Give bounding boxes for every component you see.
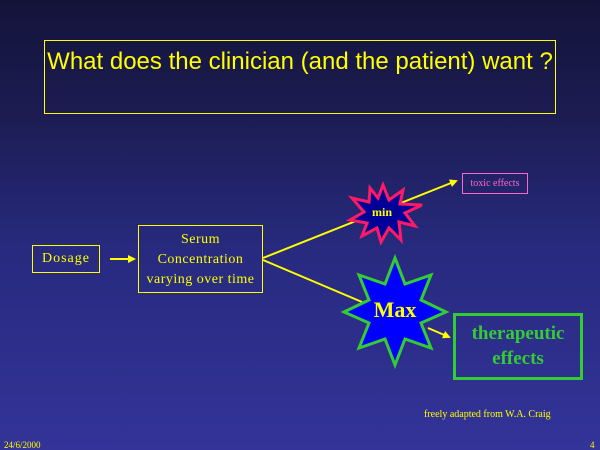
slide-title-text: What does the clinician (and the patient… <box>47 48 553 75</box>
therapeutic-line-1: therapeutic <box>471 323 565 344</box>
arrow-max-to-therapeutic <box>427 327 451 339</box>
dosage-label: Dosage <box>42 251 90 266</box>
credit-text: freely adapted from W.A. Craig <box>424 409 551 420</box>
toxic-effects-label: toxic effects <box>470 178 520 189</box>
slide-title: What does the clinician (and the patient… <box>44 40 556 114</box>
max-label: Max <box>373 297 417 322</box>
serum-line-1: Serum <box>180 232 221 247</box>
min-burst-icon <box>345 180 423 246</box>
min-label: min <box>371 205 392 219</box>
arrow-serum-to-max <box>262 259 363 303</box>
serum-line-2: Concentration <box>157 252 244 267</box>
toxic-effects-box: toxic effects <box>462 173 528 194</box>
serum-concentration-box: Serum Concentration varying over time <box>138 225 263 293</box>
page-number: 4 <box>590 440 595 450</box>
dosage-box: Dosage <box>32 245 100 273</box>
therapeutic-line-2: effects <box>492 348 544 369</box>
footer-date: 24/6/2000 <box>4 440 41 450</box>
serum-line-3: varying over time <box>146 272 255 287</box>
max-star-icon <box>340 253 450 370</box>
therapeutic-effects-box: therapeutic effects <box>453 313 583 380</box>
